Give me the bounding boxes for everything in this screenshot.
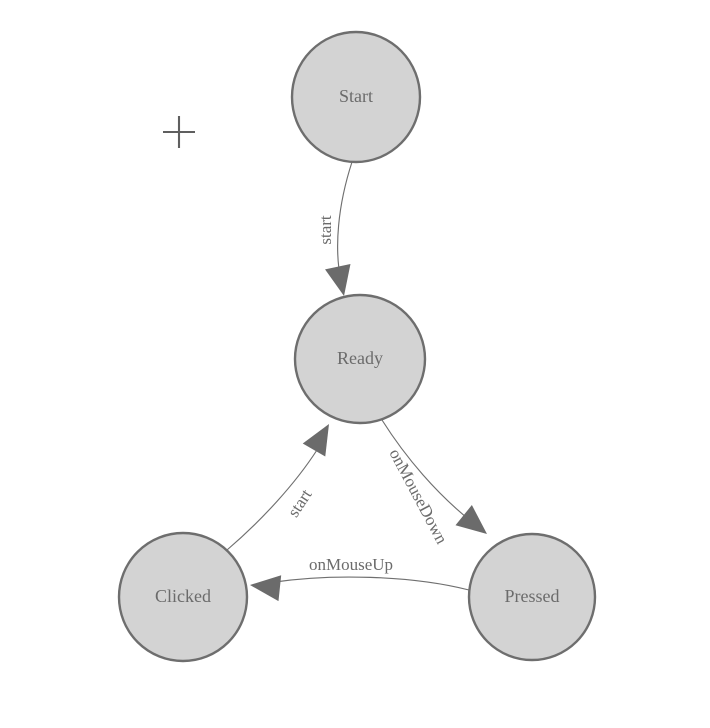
node-label-ready: Ready (337, 348, 383, 368)
node-circle[interactable] (117, 531, 249, 663)
node-circle[interactable] (293, 293, 427, 425)
edge-label-halo: start (316, 215, 335, 245)
node-circle[interactable] (467, 532, 597, 662)
edge-label-ready-to-pressed: onMouseDown (385, 446, 451, 548)
markers-layer (163, 116, 195, 148)
node-ready[interactable]: Ready (293, 293, 427, 425)
node-label-start: Start (339, 86, 373, 106)
node-clicked[interactable]: Clicked (117, 531, 249, 663)
node-pressed[interactable]: Pressed (467, 532, 597, 662)
edge-line (274, 576, 470, 591)
edge-line (381, 419, 473, 523)
node-circle[interactable] (290, 30, 422, 164)
edge-label-halo: onMouseUp (309, 555, 393, 574)
arrowhead-icon (302, 424, 329, 457)
node-label-pressed: Pressed (505, 586, 560, 606)
edge-line (337, 161, 353, 282)
edge-label-clicked-to-ready: start (284, 485, 316, 520)
node-label-clicked: Clicked (155, 586, 211, 606)
arrowhead-icon (250, 575, 282, 602)
edge-label-pressed-to-clicked: onMouseUp (309, 555, 393, 574)
node-start[interactable]: Start (290, 30, 422, 164)
edge-line (226, 449, 318, 551)
crosshair-marker[interactable] (163, 116, 195, 148)
edge-label-start-to-ready: start (316, 215, 335, 245)
arrowhead-icon (325, 263, 351, 296)
arrowhead-icon (455, 505, 487, 534)
